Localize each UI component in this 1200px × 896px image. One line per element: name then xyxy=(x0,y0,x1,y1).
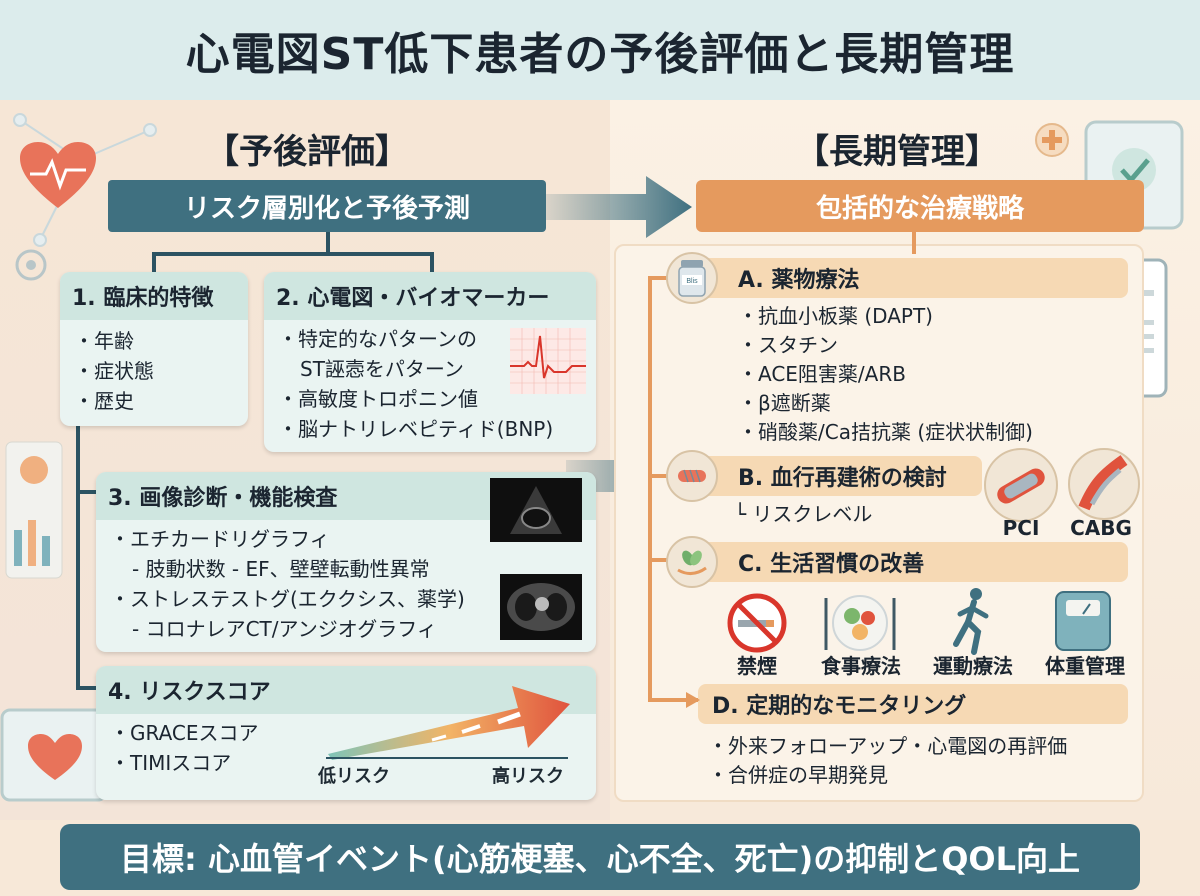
high-risk-label: 高リスク xyxy=(492,766,564,787)
cabg-graft-icon xyxy=(1068,448,1140,520)
connector-line xyxy=(326,232,330,254)
list-item: ・GRACEスコア xyxy=(110,721,259,745)
connector-line xyxy=(648,698,698,702)
stent-icon xyxy=(666,450,718,502)
list-item: ・合併症の早期発見 xyxy=(708,763,888,787)
card-title: 2. 心電図・バイオマーカー xyxy=(264,272,596,320)
section-title: C. 生活習慣の改善 xyxy=(738,552,925,577)
no-smoking-label: 禁煙 xyxy=(737,654,777,678)
echocardiogram-image xyxy=(490,478,582,542)
hand-plant-icon xyxy=(666,536,718,588)
list-item: ・β遮断薬 xyxy=(738,391,831,415)
connector-line xyxy=(430,252,434,274)
arrow-right-icon xyxy=(546,176,692,238)
prognosis-heading: 【予後評価】 xyxy=(205,132,409,172)
pharmacotherapy-header: A. 薬物療法 xyxy=(690,258,1128,298)
clinical-features-card: 1. 臨床的特徴 ・年齢 ・症状態 ・歴史 xyxy=(60,272,248,426)
stethoscope-icon xyxy=(15,249,47,281)
list-item: ・症状態 xyxy=(74,359,154,383)
goal-banner: 目標: 心血管イベント(心筋梗塞、心不全、死亡)の抑制とQOL向上 xyxy=(60,824,1140,890)
plus-icon xyxy=(1035,123,1069,157)
section-title: A. 薬物療法 xyxy=(738,268,860,293)
list-item: ・歴史 xyxy=(74,389,134,413)
revascularization-header: B. 血行再建術の検討 xyxy=(690,456,982,496)
pill-bottle-icon: Blis xyxy=(666,252,718,304)
connector-line xyxy=(152,252,432,256)
list-item: - コロナレアCT/アンジオグラフィ xyxy=(132,617,437,641)
list-item: ・ストレステストグ(エククシス、薬学) xyxy=(110,587,465,611)
card-title: 4. リスクスコア xyxy=(96,666,596,714)
weight-scale-icon xyxy=(1055,591,1111,651)
imaging-card: 3. 画像診断・機能検査 ・エチカードリグラフィ - 肢動状数 - EF、壁壁転… xyxy=(96,472,596,652)
list-item: ・ACE阻害薬/ARB xyxy=(738,362,906,386)
monitor-heart-icon xyxy=(0,708,108,802)
ecg-waveform-icon xyxy=(510,328,586,394)
exercise-label: 運動療法 xyxy=(933,654,1013,678)
weight-label: 体重管理 xyxy=(1045,654,1125,678)
section-title: B. 血行再建術の検討 xyxy=(738,466,947,491)
risk-arrow-icon xyxy=(326,686,570,760)
connector-line xyxy=(912,232,916,254)
list-item: ・特定的なパターンの xyxy=(278,327,477,351)
pill-label: Blis xyxy=(686,278,698,285)
lifestyle-header: C. 生活習慣の改善 xyxy=(690,542,1128,582)
connector-line xyxy=(648,276,652,700)
connector-line xyxy=(76,686,98,690)
arrow-head-icon xyxy=(686,692,700,708)
risk-stratification-banner: リスク層別化と予後予測 xyxy=(108,180,546,232)
list-item: ・脳ナトリレベピティド(BNP) xyxy=(278,417,554,441)
list-item: ・外来フォローアップ・心電図の再評価 xyxy=(708,734,1068,758)
list-item: ・スタチン xyxy=(738,333,838,357)
list-item: ST誣悫をパターン xyxy=(300,357,464,381)
heart-icon xyxy=(20,142,96,208)
list-item: ・エチカードリグラフィ xyxy=(110,527,330,551)
risk-level-note: └ リスクレベル xyxy=(734,502,873,526)
list-item: ・年齢 xyxy=(74,329,134,353)
chart-decoration-icon xyxy=(5,441,63,579)
goal-text: 目標: 心血管イベント(心筋梗塞、心不全、死亡)の抑制とQOL向上 xyxy=(120,840,1080,878)
diet-plate-icon xyxy=(824,595,896,651)
title-bar: 心電図ST低下患者の予後評価と長期管理 xyxy=(0,0,1200,100)
list-item: - 肢動状数 - EF、壁壁転動性異常 xyxy=(132,557,430,581)
long-term-heading: 【長期管理】 xyxy=(795,132,999,172)
running-icon xyxy=(953,588,989,655)
list-item: ・高敏度トロポニン値 xyxy=(278,387,478,411)
treatment-strategy-banner: 包括的な治療戦略 xyxy=(696,180,1144,232)
list-item: ・抗血小板薬 (DAPT) xyxy=(738,304,933,328)
low-risk-label: 低リスク xyxy=(318,766,390,787)
page-title: 心電図ST低下患者の予後評価と長期管理 xyxy=(185,29,1015,80)
section-title: D. 定期的なモニタリング xyxy=(712,694,967,719)
connector-line xyxy=(76,490,98,494)
cabg-label: CABG xyxy=(1070,516,1132,540)
ecg-biomarker-card: 2. 心電図・バイオマーカー ・特定的なパターンの ST誣悫をパターン ・高敏度… xyxy=(264,272,596,452)
card-title: 1. 臨床的特徴 xyxy=(60,272,248,320)
list-item: ・硝酸薬/Ca拮抗薬 (症状状制御) xyxy=(738,420,1033,444)
connector-line xyxy=(152,252,156,274)
risk-score-card: 4. リスクスコア ・GRACEスコア ・TIMIスコア 低リスク 高リスク xyxy=(96,666,596,800)
pci-stent-icon xyxy=(984,448,1058,522)
pci-label: PCI xyxy=(1002,516,1040,540)
no-smoking-icon xyxy=(727,593,787,653)
connector-line xyxy=(76,426,80,690)
ct-scan-image xyxy=(500,574,582,640)
monitoring-header: D. 定期的なモニタリング xyxy=(698,684,1128,724)
diet-label: 食事療法 xyxy=(821,654,901,678)
list-item: ・TIMIスコア xyxy=(110,751,232,775)
